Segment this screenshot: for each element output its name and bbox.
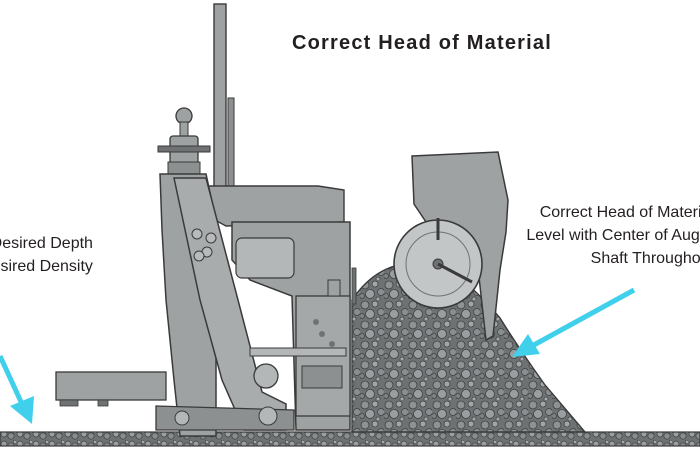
left-callout-label: Desired Depth Desired Density	[0, 232, 93, 278]
asphalt-mat	[0, 431, 700, 447]
right-callout-line: Level with Center of Auger	[526, 227, 700, 244]
right-callout-line: Correct Head of Material	[539, 204, 700, 221]
auger	[393, 218, 483, 309]
left-callout-line: Desired Density	[0, 258, 93, 275]
left-callout-line: Desired Depth	[0, 235, 93, 252]
diagram-title: Correct Head of Material	[292, 32, 552, 54]
right-callout-line: Shaft Throughout	[590, 250, 700, 267]
arrow-left-icon	[0, 354, 34, 424]
arrow-right-icon	[512, 287, 636, 357]
right-callout-label: Correct Head of Material Level with Cent…	[526, 201, 700, 270]
paver-machine	[55, 3, 357, 437]
